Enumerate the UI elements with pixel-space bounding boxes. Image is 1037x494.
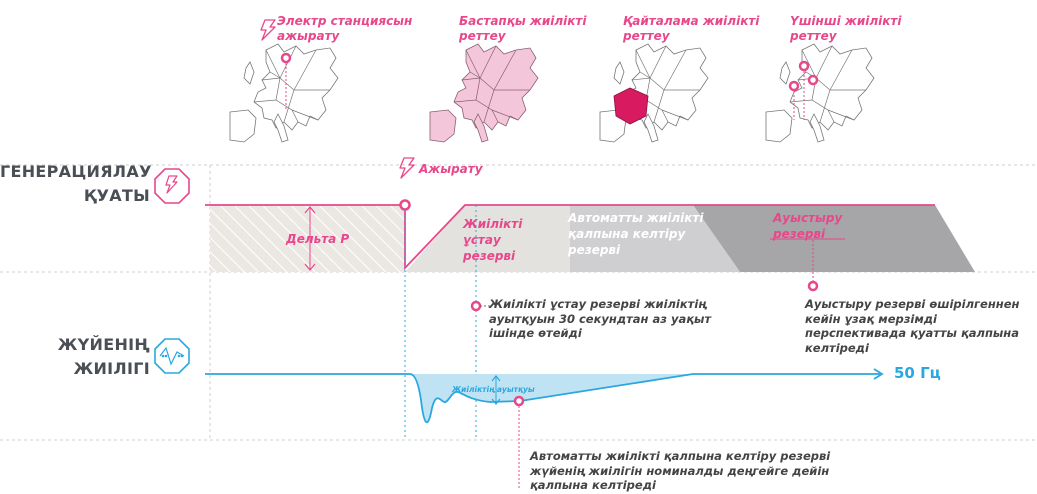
- containment-note-marker: [470, 300, 482, 312]
- event-label: Ажырату: [419, 162, 483, 176]
- stage-title-tertiary: Үшінші жиілікті реттеу: [790, 14, 902, 43]
- map-tertiary: [765, 43, 875, 143]
- band-label-replacement: Ауыстыру резерві: [773, 211, 843, 241]
- map-tertiary-marker-1: [798, 60, 810, 72]
- disconnect-point: [399, 199, 411, 211]
- lightning-icon: [399, 157, 415, 179]
- band-containment: [405, 205, 570, 272]
- generation-icon: [154, 168, 190, 204]
- wave-icon: [154, 338, 190, 374]
- map-disconnect-marker: [280, 52, 292, 64]
- map-secondary-region: [613, 87, 649, 125]
- map-tertiary-marker-2: [788, 80, 800, 92]
- note-containment: Жиілікті ұстау резерві жиіліктің ауытқуы…: [489, 297, 712, 340]
- band-label-restoration: Автоматты жиілікті қалпына келтіру резер…: [568, 211, 704, 257]
- generation-label: ГЕНЕРАЦИЯЛАУ ҚУАТЫ: [0, 162, 152, 205]
- deviation-area: [405, 374, 693, 423]
- replacement-note-marker: [807, 280, 819, 292]
- stage-title-primary: Бастапқы жиілікті реттеу: [459, 14, 587, 43]
- restoration-note-marker: [513, 395, 525, 407]
- generation-line: [205, 204, 935, 271]
- note-restoration: Автоматты жиілікті қалпына келтіру резер…: [530, 449, 831, 492]
- band-label-containment: Жиілікті ұстау резерві: [463, 217, 523, 263]
- frequency-line: [205, 373, 880, 423]
- stage-title-disconnect: Электр станциясын ажырату: [277, 14, 413, 43]
- map-secondary: [599, 43, 709, 143]
- map-tertiary-marker-3: [807, 74, 819, 86]
- stage-title-secondary: Қайталама жиілікті реттеу: [623, 14, 760, 43]
- frequency-label: ЖҮЙЕНІҢ ЖИІЛІГІ: [57, 335, 150, 378]
- delta-p-label: Дельта P: [286, 232, 350, 246]
- map-primary: [429, 43, 539, 143]
- deviation-label: Жиіліктің ауытқуы: [452, 385, 535, 394]
- delta-p-area: [210, 205, 405, 272]
- nominal-frequency-label: 50 Гц: [894, 364, 941, 382]
- band-restoration: [570, 205, 740, 272]
- lightning-icon: [260, 19, 276, 41]
- note-replacement: Ауыстыру резерві өшірілгеннен кейін ұзақ…: [805, 297, 1020, 355]
